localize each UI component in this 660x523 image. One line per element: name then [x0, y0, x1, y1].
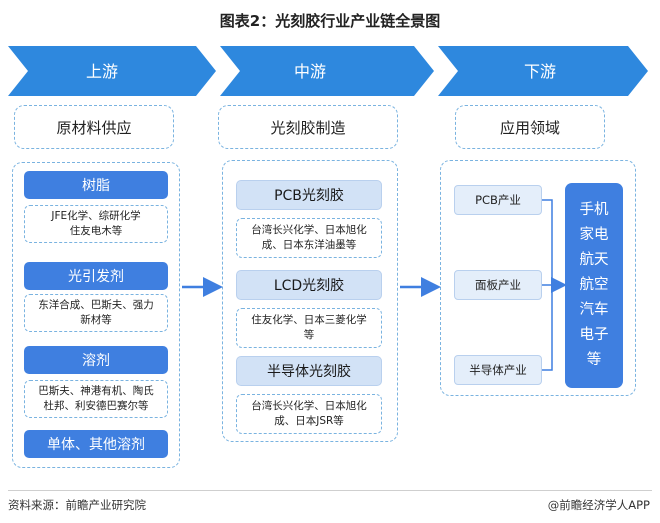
- application-item: 航天: [579, 252, 609, 268]
- upstream-header: 原材料供应: [14, 105, 174, 149]
- stage-label-downstream: 下游: [523, 62, 556, 81]
- footer-brand: @前瞻经济学人APP: [547, 498, 650, 512]
- upstream-solvent-companies: 巴斯夫、神港有机、陶氏 杜邦、利安德巴赛尔等: [24, 380, 168, 418]
- midstream-group-pcb: PCB光刻胶: [236, 180, 382, 210]
- upstream-photoinitiator-companies: 东洋合成、巴斯夫、强力 新材等: [24, 294, 168, 332]
- upstream-group-solvent: 溶剂: [24, 346, 168, 374]
- stage-chevron-upstream: [8, 46, 216, 96]
- upstream-group-monomer: 单体、其他溶剂: [24, 430, 168, 458]
- downstream-industry-panel: 面板产业: [454, 270, 542, 300]
- midstream-lcd-companies-text: 住友化学、日本三菱化学 等: [251, 314, 367, 341]
- upstream-group-photoinitiator: 光引发剂: [24, 262, 168, 290]
- upstream-group-resin: 树脂: [24, 171, 168, 199]
- midstream-lcd-companies: 住友化学、日本三菱化学 等: [236, 308, 382, 348]
- application-item: 汽车: [579, 302, 609, 318]
- stage-label-midstream: 中游: [293, 62, 326, 81]
- midstream-semiconductor-companies-text: 台湾长兴化学、日本旭化 成、日本JSR等: [251, 400, 367, 427]
- application-item: 手机: [579, 202, 609, 218]
- stage-chevron-midstream: [220, 46, 434, 96]
- midstream-semiconductor-companies: 台湾长兴化学、日本旭化 成、日本JSR等: [236, 394, 382, 434]
- downstream-applications: 手机 家电 航天 航空 汽车 电子 等: [565, 183, 623, 388]
- downstream-industry-semiconductor: 半导体产业: [454, 355, 542, 385]
- midstream-header: 光刻胶制造: [218, 105, 398, 149]
- stage-label-upstream: 上游: [85, 62, 118, 81]
- downstream-industry-pcb: PCB产业: [454, 185, 542, 215]
- application-item: 电子: [579, 327, 609, 343]
- downstream-header-text: 应用领域: [499, 118, 560, 137]
- stage-chevron-downstream: [438, 46, 648, 96]
- midstream-pcb-companies-text: 台湾长兴化学、日本旭化 成、日本东洋油墨等: [251, 224, 367, 251]
- footer-divider: [8, 490, 652, 491]
- midstream-group-lcd: LCD光刻胶: [236, 270, 382, 300]
- upstream-solvent-companies-text: 巴斯夫、神港有机、陶氏 杜邦、利安德巴赛尔等: [38, 385, 154, 412]
- page-title: 图表2：光刻胶行业产业链全景图: [219, 12, 441, 30]
- upstream-header-text: 原材料供应: [56, 118, 132, 137]
- footer-source: 资料来源：前瞻产业研究院: [8, 498, 146, 512]
- midstream-group-semiconductor: 半导体光刻胶: [236, 356, 382, 386]
- midstream-pcb-companies: 台湾长兴化学、日本旭化 成、日本东洋油墨等: [236, 218, 382, 258]
- midstream-header-text: 光刻胶制造: [270, 118, 346, 137]
- upstream-resin-companies-text: JFE化学、综研化学 住友电木等: [51, 210, 141, 237]
- application-item: 家电: [579, 227, 609, 243]
- upstream-resin-companies: JFE化学、综研化学 住友电木等: [24, 205, 168, 243]
- stage-chevron-bar: [8, 46, 648, 96]
- downstream-header: 应用领域: [455, 105, 605, 149]
- application-item: 航空: [579, 277, 609, 293]
- upstream-photoinitiator-companies-text: 东洋合成、巴斯夫、强力 新材等: [38, 299, 154, 326]
- application-item: 等: [586, 352, 602, 368]
